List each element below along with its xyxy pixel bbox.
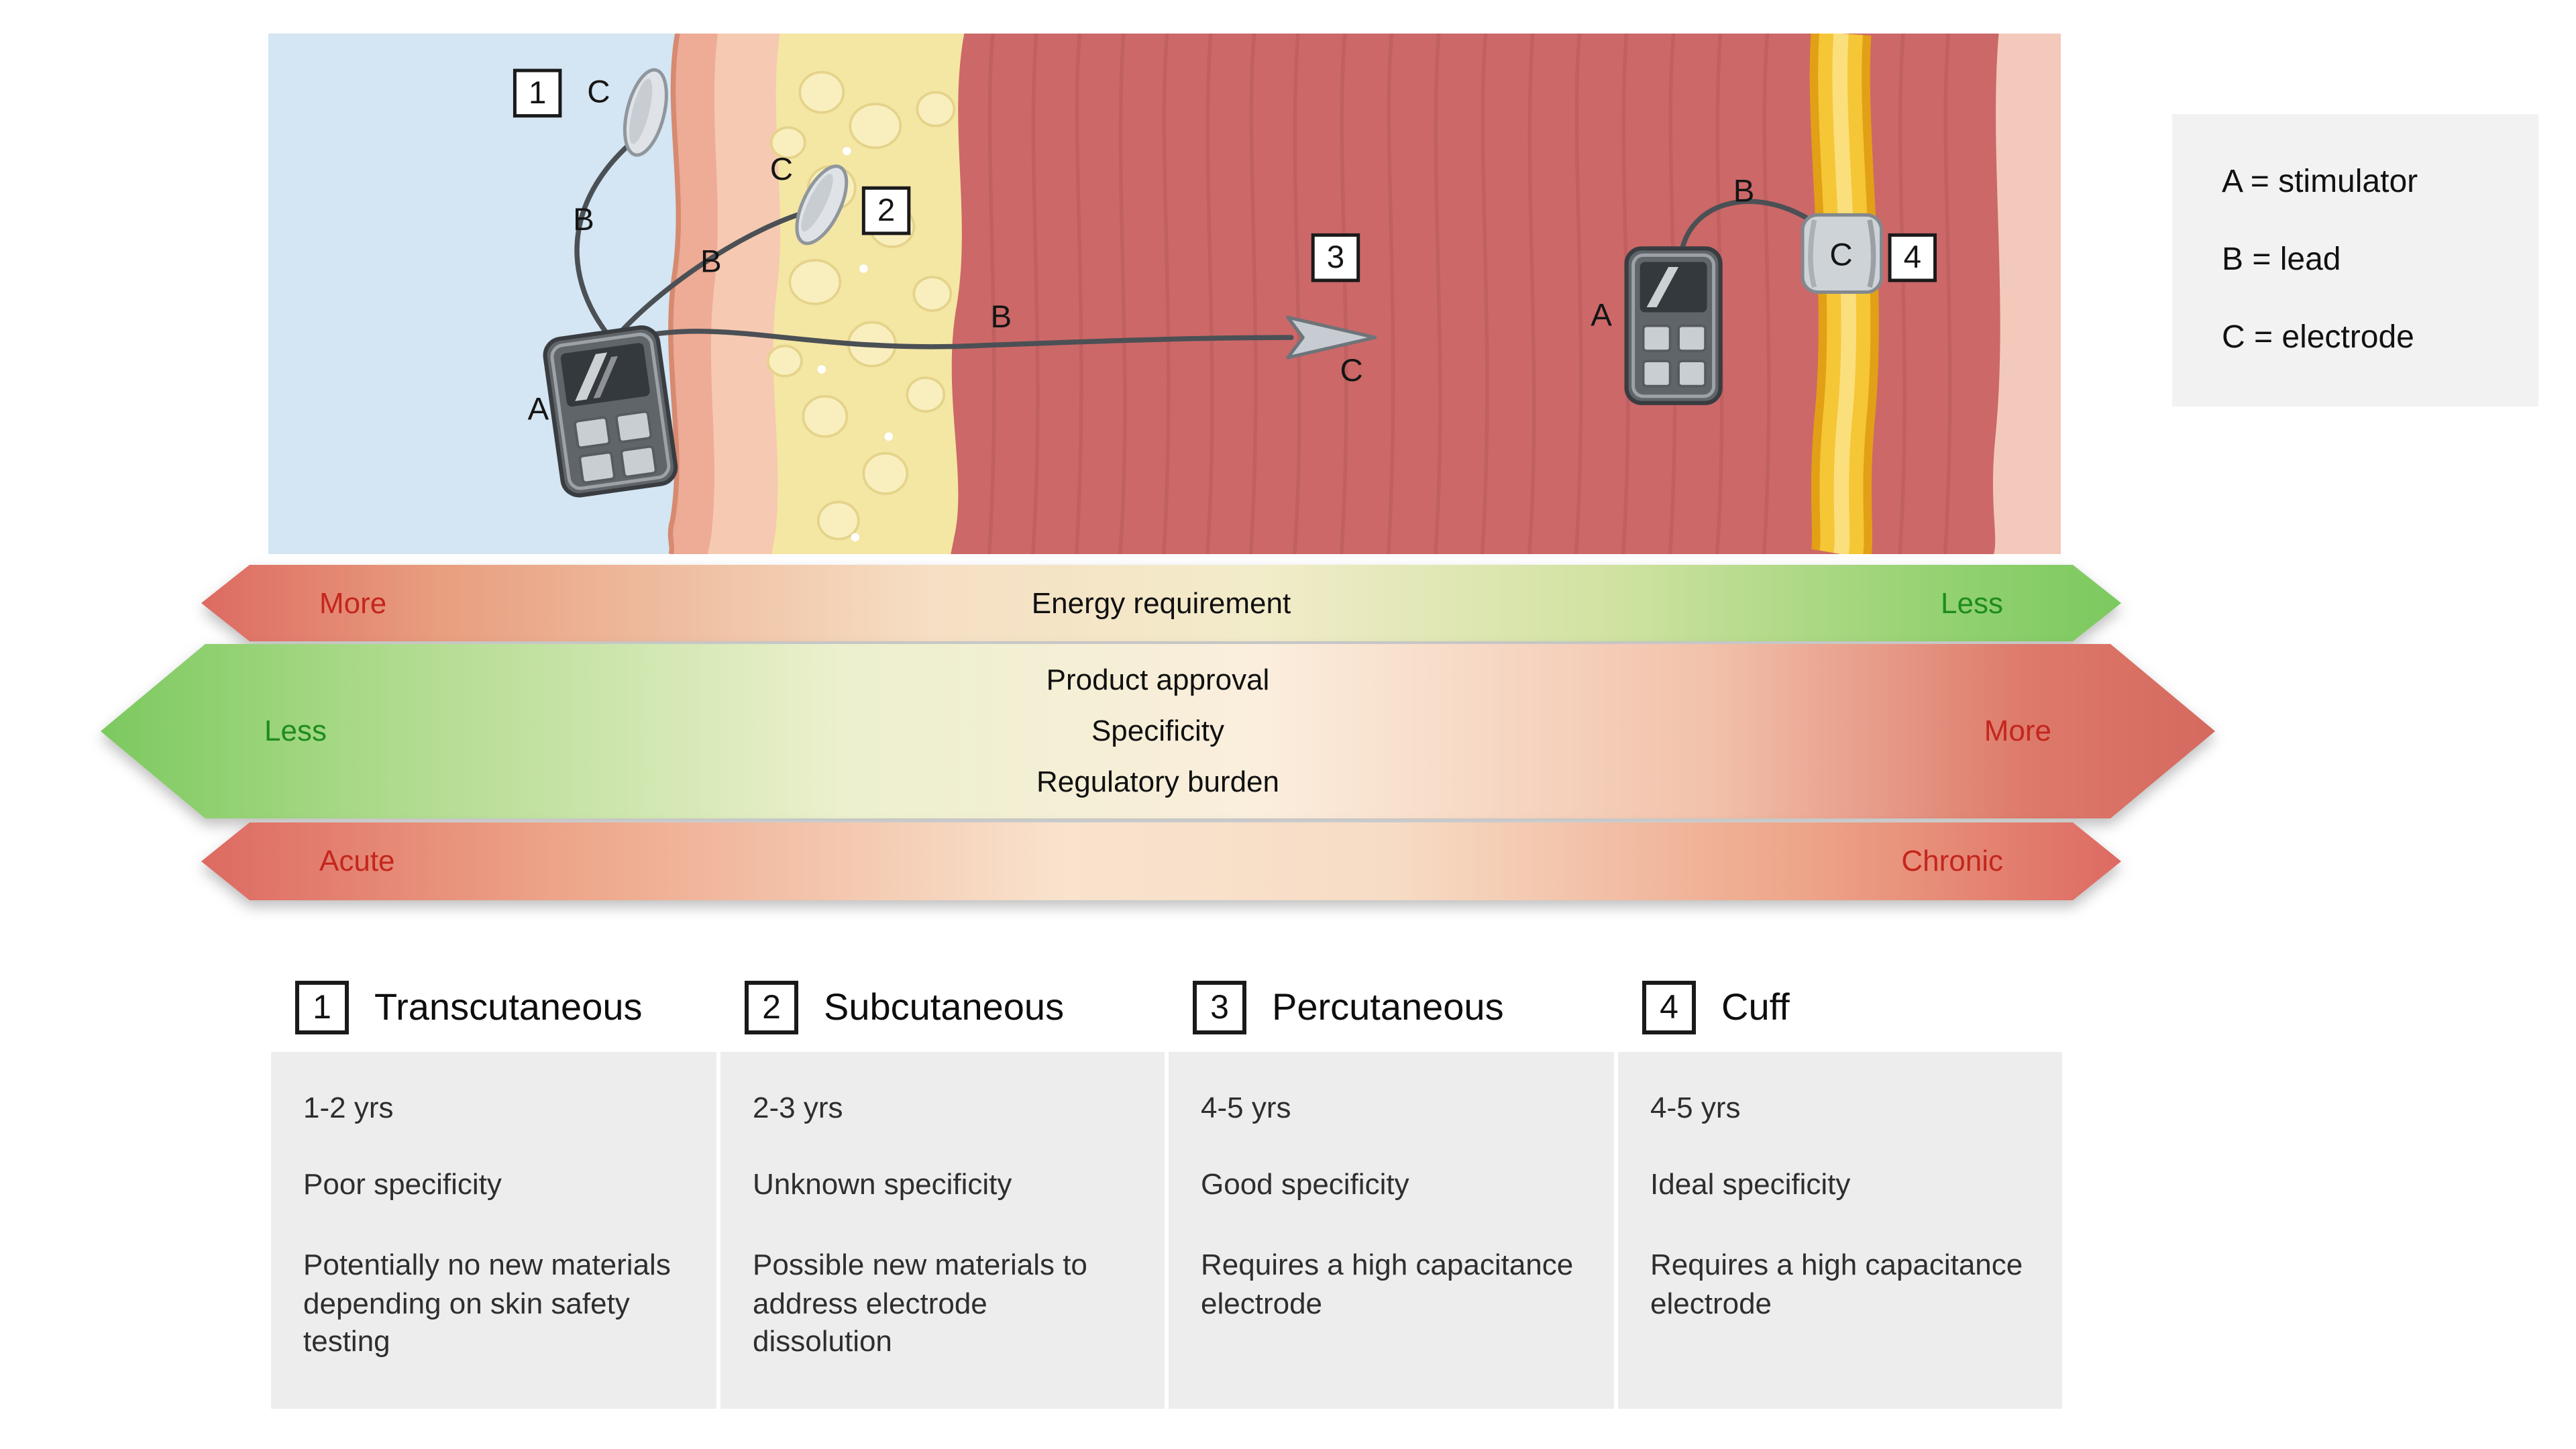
column-header-cuff: 4 Cuff <box>1642 981 1790 1034</box>
column-4-specificity: Ideal specificity <box>1650 1167 1851 1201</box>
lead-2-label: B <box>700 244 722 279</box>
electrode-1-label: C <box>587 74 610 110</box>
muscle-layer <box>951 34 2061 554</box>
anatomy-illustration: C <box>268 34 2061 554</box>
column-header-percutaneous: 3 Percutaneous <box>1193 981 1504 1034</box>
column-header-subcutaneous: 2 Subcutaneous <box>745 981 1064 1034</box>
stimulator-1-buttons <box>574 410 657 484</box>
electrode-1 <box>623 68 668 157</box>
stimulator-2 <box>1624 246 1723 405</box>
column-1-specificity: Poor specificity <box>303 1167 502 1201</box>
energy-requirement-arrow: More Energy requirement Less <box>201 565 2121 641</box>
fat-highlights <box>817 146 894 542</box>
fat-lobules <box>766 70 956 541</box>
lead-4-label: B <box>1733 173 1755 209</box>
column-4-number-box: 4 <box>1642 981 1696 1034</box>
column-1-details: 1-2 yrs Poor specificity Potentially no … <box>271 1052 716 1409</box>
column-3-materials: Requires a high capacitance electrode <box>1201 1248 1574 1320</box>
legend-stimulator: A = stimulator <box>2222 164 2418 200</box>
marker-3: 3 <box>1311 233 1360 282</box>
column-4-details: 4-5 yrs Ideal specificity Requires a hig… <box>1618 1052 2062 1409</box>
cuff-electrode: C <box>1801 213 1884 294</box>
column-2-details: 2-3 yrs Unknown specificity Possible new… <box>720 1052 1165 1409</box>
column-4-title: Cuff <box>1721 986 1790 1028</box>
approval-specificity-regulatory-arrow: Less Product approval Specificity Regula… <box>101 644 2215 818</box>
skin-surface-line <box>667 34 682 554</box>
column-1-number-box: 1 <box>295 981 349 1034</box>
energy-requirement-label: Energy requirement <box>1031 586 1291 619</box>
marker-4: 4 <box>1888 233 1937 282</box>
marker-2: 2 <box>861 186 911 235</box>
cuff-electrode-label: C <box>1829 237 1852 272</box>
tissue-layers <box>268 34 2061 554</box>
anatomy-svg: C <box>268 34 2061 554</box>
deep-tissue-layer <box>1992 34 2061 554</box>
column-2-number-box: 2 <box>745 981 798 1034</box>
electrode-2 <box>795 164 849 246</box>
stimulator-1-label: A <box>528 392 549 427</box>
lead-1 <box>574 135 640 339</box>
stimulator-1 <box>543 325 678 498</box>
needle-electrode <box>1286 315 1377 360</box>
stimulator-2-buttons <box>1642 324 1707 388</box>
column-3-details: 4-5 yrs Good specificity Requires a high… <box>1169 1052 1614 1409</box>
lead-4 <box>1679 199 1821 253</box>
lead-1-label: B <box>573 202 594 237</box>
legend-lead: B = lead <box>2222 241 2341 278</box>
legend: A = stimulator B = lead C = electrode <box>2172 114 2538 407</box>
lead-3 <box>626 329 1294 350</box>
chronic-label: Chronic <box>1901 844 2003 877</box>
column-1-duration: 1-2 yrs <box>303 1091 394 1124</box>
column-1-title: Transcutaneous <box>374 986 643 1028</box>
product-approval-label: Product approval <box>1046 663 1270 696</box>
approval-center-labels: Product approval Specificity Regulatory … <box>1036 655 1279 808</box>
energy-less-label: Less <box>1941 586 2003 619</box>
column-2-title: Subcutaneous <box>824 986 1065 1028</box>
legend-electrode: C = electrode <box>2222 319 2414 356</box>
marker-3-number: 3 <box>1327 239 1344 275</box>
lead-3-label: B <box>990 299 1012 335</box>
acute-chronic-arrow: Acute Chronic <box>201 822 2121 900</box>
marker-4-number: 4 <box>1904 239 1921 275</box>
leads <box>574 135 1821 350</box>
energy-more-label: More <box>319 586 387 619</box>
marker-1-number: 1 <box>529 75 546 111</box>
column-3-title: Percutaneous <box>1272 986 1504 1028</box>
marker-2-number: 2 <box>877 193 895 228</box>
approval-more-label: More <box>1984 714 2051 747</box>
stimulator-2-label: A <box>1591 298 1612 333</box>
column-3-specificity: Good specificity <box>1201 1167 1409 1201</box>
nerve <box>1809 34 1879 554</box>
column-4-duration: 4-5 yrs <box>1650 1091 1741 1124</box>
lead-2 <box>614 209 811 339</box>
column-2-specificity: Unknown specificity <box>753 1167 1012 1201</box>
column-3-duration: 4-5 yrs <box>1201 1091 1291 1124</box>
marker-1: 1 <box>513 68 562 118</box>
column-header-transcutaneous: 1 Transcutaneous <box>295 981 643 1034</box>
acute-label: Acute <box>319 844 395 877</box>
specificity-label: Specificity <box>1091 714 1225 747</box>
column-4-materials: Requires a high capacitance electrode <box>1650 1248 2023 1320</box>
column-2-materials: Possible new materials to address electr… <box>753 1248 1087 1358</box>
regulatory-burden-label: Regulatory burden <box>1036 765 1280 798</box>
approval-less-label: Less <box>264 714 327 747</box>
electrode-3-label: C <box>1340 353 1363 388</box>
column-1-materials: Potentially no new materials depending o… <box>303 1248 671 1358</box>
column-2-duration: 2-3 yrs <box>753 1091 843 1124</box>
electrode-2-label: C <box>770 152 793 187</box>
column-3-number-box: 3 <box>1193 981 1246 1034</box>
